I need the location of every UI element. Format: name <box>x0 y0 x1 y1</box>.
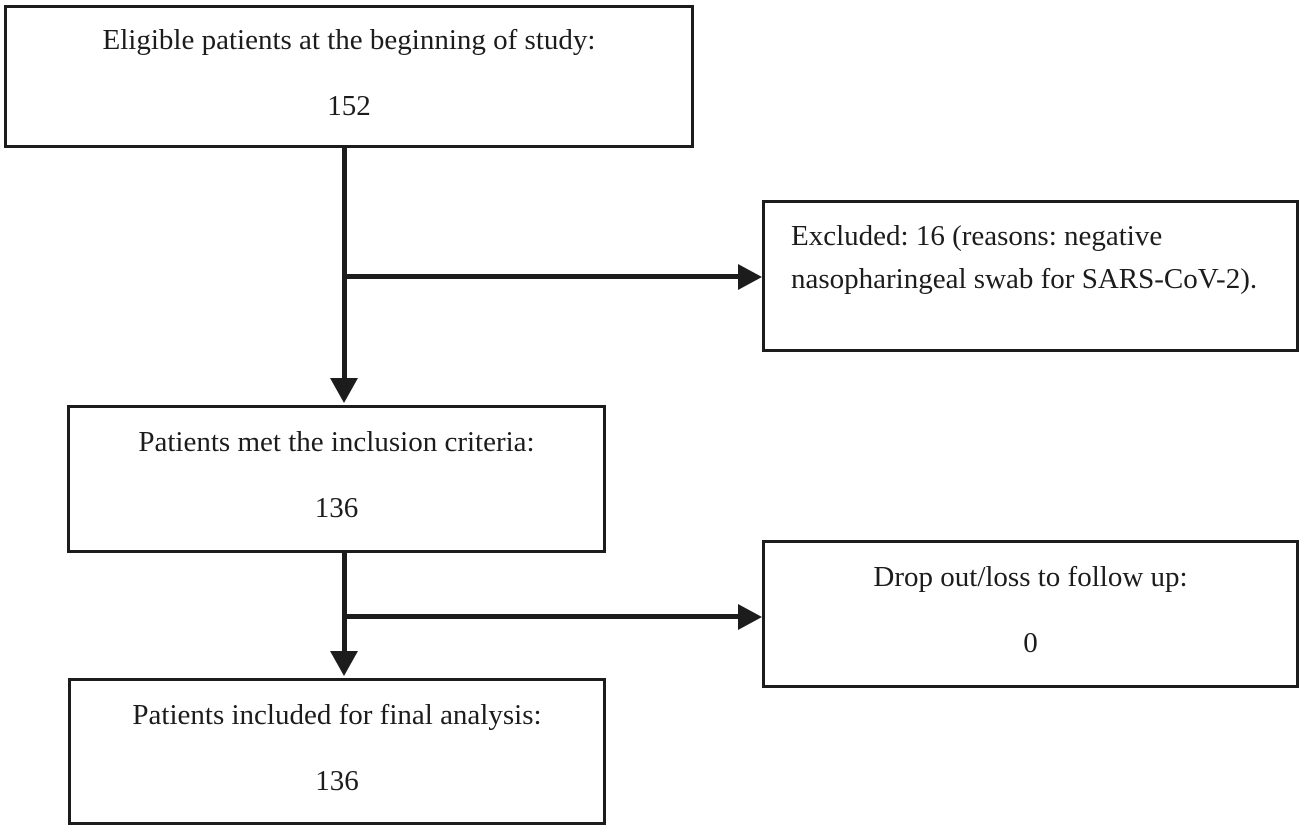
node-excluded-label: Excluded: 16 (reasons: negative nasophar… <box>791 220 1258 295</box>
node-dropout: Drop out/loss to follow up: 0 <box>762 540 1299 688</box>
node-final-analysis: Patients included for final analysis: 13… <box>68 678 606 825</box>
arrowhead-down-icon <box>330 378 358 403</box>
node-dropout-count: 0 <box>1023 627 1038 659</box>
connector-branch-to-excluded <box>344 274 739 279</box>
node-eligible-count: 152 <box>327 90 371 122</box>
arrowhead-right-icon <box>738 604 762 630</box>
connector-eligible-to-inclusion <box>342 148 347 378</box>
node-final-label: Patients included for final analysis: <box>132 699 542 731</box>
node-final-count: 136 <box>315 765 359 797</box>
node-excluded: Excluded: 16 (reasons: negative nasophar… <box>762 200 1299 352</box>
node-dropout-label: Drop out/loss to follow up: <box>873 561 1188 593</box>
arrowhead-right-icon <box>738 264 762 290</box>
arrowhead-down-icon <box>330 651 358 676</box>
node-inclusion-criteria: Patients met the inclusion criteria: 136 <box>67 405 606 553</box>
connector-inclusion-to-final <box>342 553 347 651</box>
node-eligible-label: Eligible patients at the beginning of st… <box>102 24 596 56</box>
node-inclusion-count: 136 <box>314 492 359 524</box>
node-eligible-patients: Eligible patients at the beginning of st… <box>4 5 694 148</box>
node-inclusion-label: Patients met the inclusion criteria: <box>138 426 535 458</box>
connector-branch-to-dropout <box>344 614 739 619</box>
